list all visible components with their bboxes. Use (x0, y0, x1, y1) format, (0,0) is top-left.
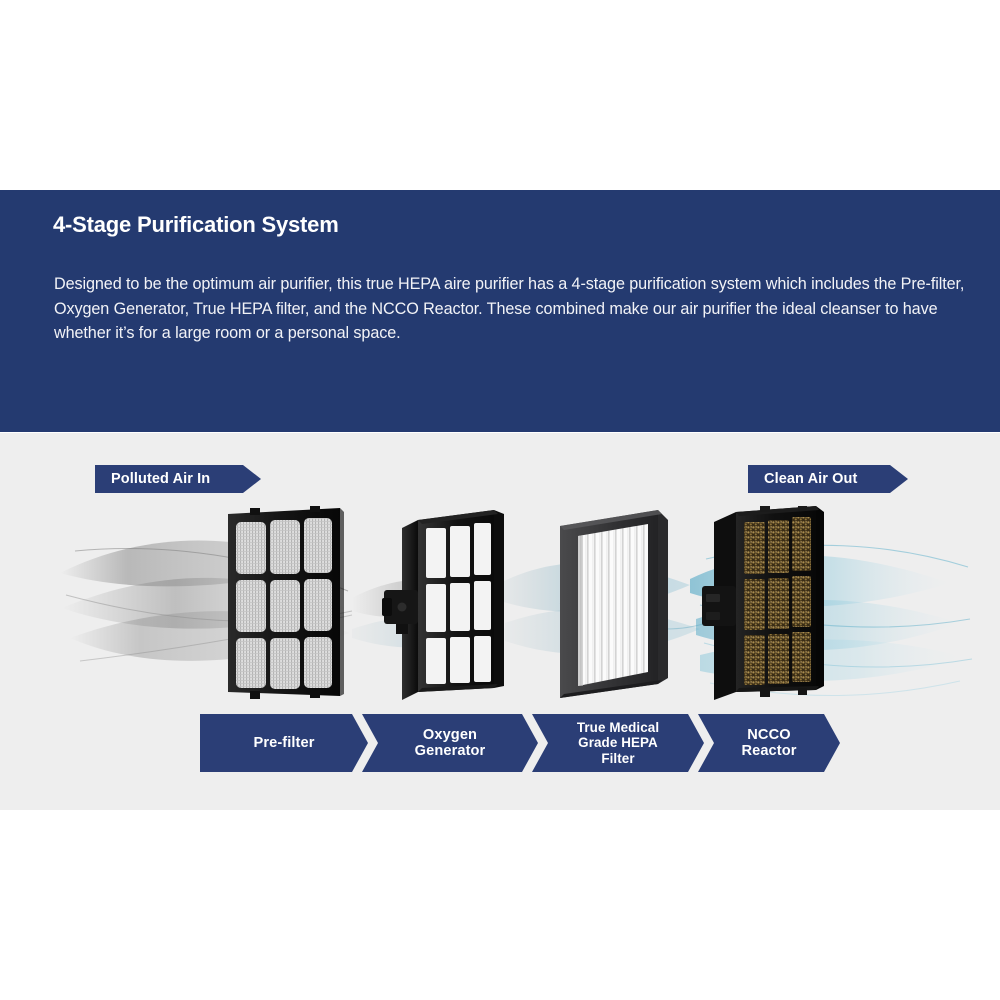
header-band: 4-Stage Purification System Designed to … (0, 190, 1000, 432)
line-1: True Medical (576, 719, 660, 735)
filter-oxygen-generator (382, 506, 518, 707)
banner-clean-air-out-label: Clean Air Out (764, 471, 858, 487)
stage-label-oxygen-generator-text: Oxygen Generator (409, 727, 492, 760)
line-1: Oxygen (422, 726, 478, 743)
line-1: NCCO (747, 726, 791, 743)
line-2: Reactor (741, 743, 797, 759)
banner-polluted-air-in-label: Polluted Air In (111, 471, 211, 487)
filter-hepa (552, 506, 674, 707)
line-3: Filter (601, 750, 635, 766)
filter-pre-filter (222, 506, 348, 707)
page-title: 4-Stage Purification System (53, 212, 339, 237)
banner-polluted-air-in: Polluted Air In (95, 465, 261, 493)
stage-label-row: Pre-filter Oxygen Generator True Medical… (200, 714, 840, 772)
hepa-filter-icon (560, 510, 668, 698)
pre-filter-icon (228, 506, 344, 699)
stage-label-pre-filter-text: Pre-filter (253, 734, 315, 751)
line-2: Generator (414, 743, 486, 759)
stage-label-hepa-filter[interactable]: True Medical Grade HEPA Filter (532, 714, 704, 772)
line-2: Grade HEPA (578, 735, 658, 751)
oxygen-generator-icon (382, 510, 504, 700)
header-description: Designed to be the optimum air purifier,… (54, 275, 965, 342)
stage-label-ncco-reactor-text: NCCO Reactor (735, 727, 802, 760)
diagram-section: Polluted Air In Clean Air Out (0, 433, 1000, 810)
ncco-reactor-icon (702, 506, 824, 700)
stage-label-ncco-reactor[interactable]: NCCO Reactor (698, 714, 840, 772)
stage-label-hepa-filter-text: True Medical Grade HEPA Filter (571, 720, 665, 767)
stage-label-pre-filter[interactable]: Pre-filter (200, 714, 368, 772)
stage-label-oxygen-generator[interactable]: Oxygen Generator (362, 714, 538, 772)
banner-clean-air-out: Clean Air Out (748, 465, 908, 493)
filter-ncco-reactor (702, 506, 830, 707)
